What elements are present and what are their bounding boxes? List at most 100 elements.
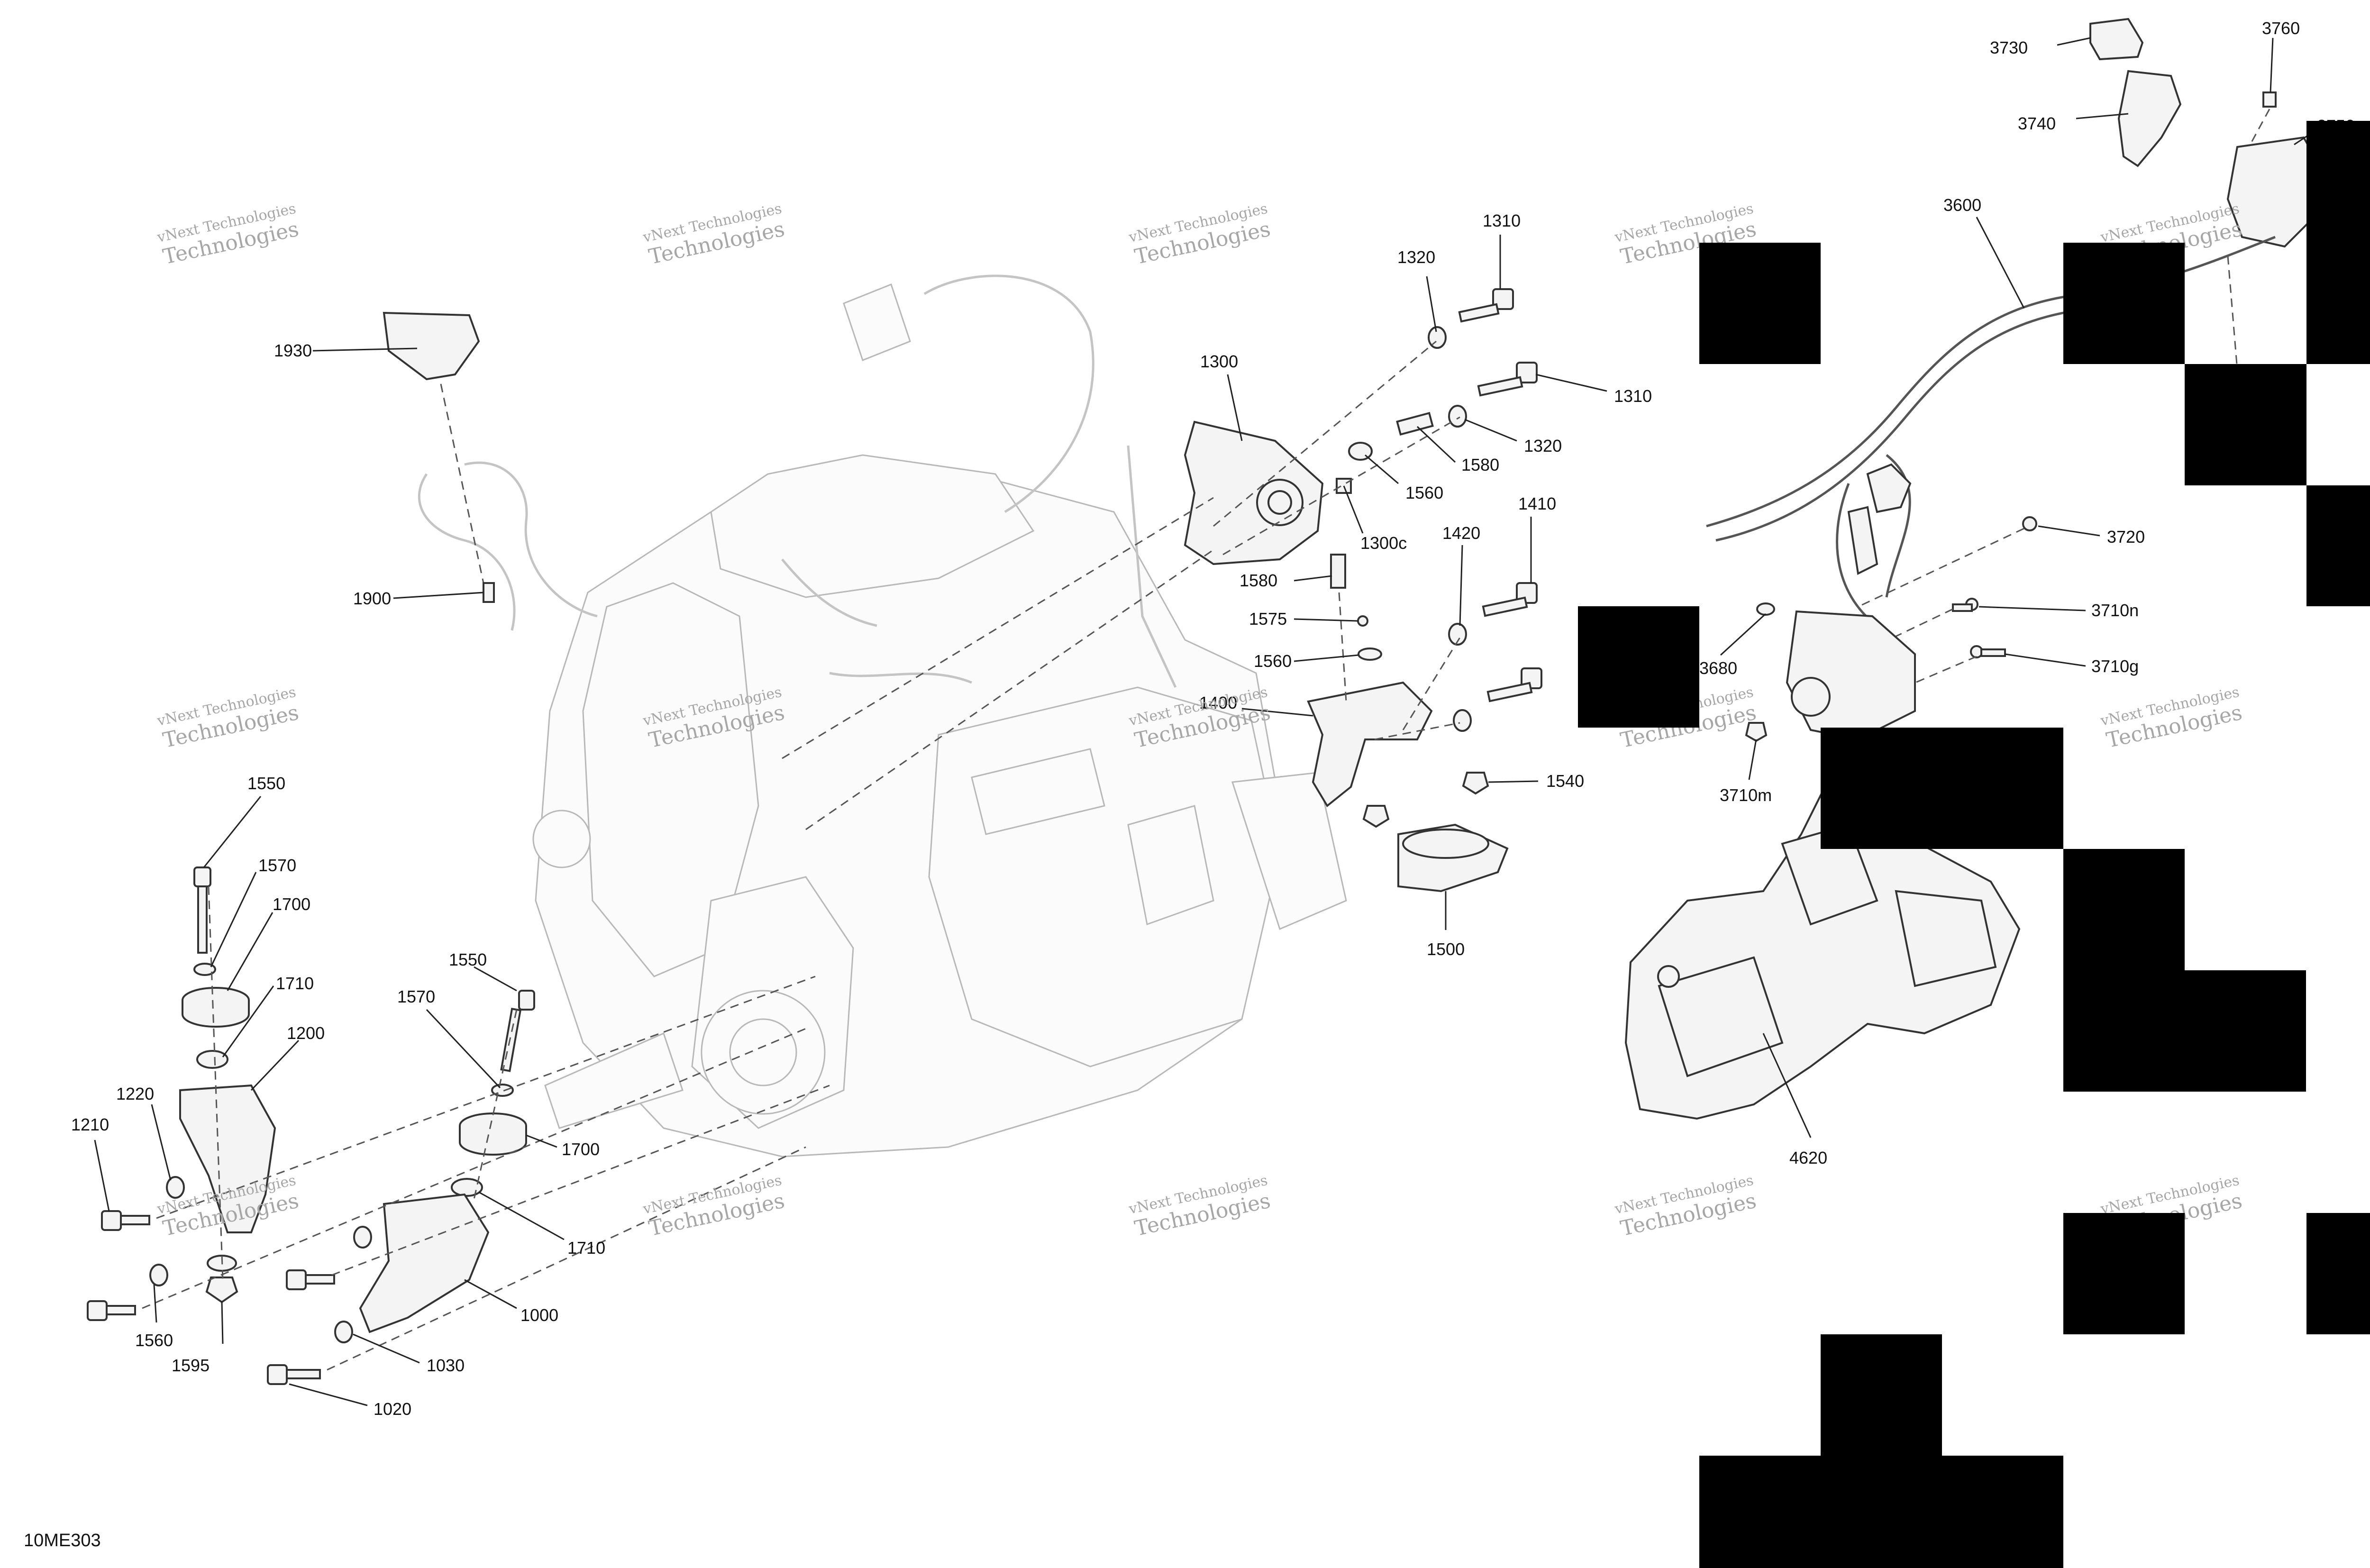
part-1310-bolts (1458, 288, 1538, 397)
callout-1710: 1710 (276, 974, 314, 993)
redaction-block (2306, 485, 2370, 606)
callout-3600: 3600 (1943, 195, 1981, 215)
redaction-block (2306, 121, 2370, 364)
part-1000-bracket (359, 1193, 490, 1333)
callout-1210: 1210 (71, 1115, 109, 1134)
callout-1300c: 1300c (1360, 533, 1407, 553)
callout-1540: 1540 (1546, 771, 1584, 791)
redaction-block (1578, 606, 1699, 728)
part-1020-bolt (267, 1364, 321, 1385)
callout-1310: 1310 (1483, 211, 1521, 230)
part-1560-washer-left (87, 1264, 168, 1321)
part-1710-grommet-left (196, 1050, 228, 1069)
callout-1300: 1300 (1200, 352, 1238, 371)
engine-assembly (418, 274, 1347, 1158)
assembly-axes-right (782, 340, 1461, 830)
callout-1580: 1580 (1461, 455, 1499, 474)
part-1710-grommet-center (451, 1178, 483, 1197)
callout-4620: 4620 (1789, 1148, 1827, 1167)
callout-1595: 1595 (172, 1356, 210, 1375)
redaction-blocks (1578, 121, 2370, 1568)
part-1930-bracket (383, 311, 484, 583)
redaction-block (2185, 364, 2306, 485)
redaction-block (2306, 1213, 2370, 1334)
part-1560-washers-right (1348, 442, 1382, 661)
part-1700-mount-center (459, 1112, 527, 1156)
part-1540-screws (1362, 772, 1489, 828)
part-1900-screw (483, 582, 495, 603)
part-1410-1420-bolts (1448, 582, 1542, 732)
leader-lines (94, 37, 2318, 1406)
callout-1220: 1220 (116, 1084, 154, 1103)
redaction-block (1821, 1334, 1942, 1456)
callout-1700-center: 1700 (562, 1140, 600, 1159)
part-1300-housing (1184, 420, 1324, 565)
callout-1570: 1570 (258, 856, 296, 875)
redaction-block (2063, 849, 2185, 970)
part-1320-washers (1428, 326, 1467, 428)
callout-1030: 1030 (427, 1356, 465, 1375)
callout-1320-lower: 1320 (1524, 436, 1562, 456)
part-1570-washer-left (193, 963, 216, 976)
callout-1410: 1410 (1518, 494, 1556, 513)
callout-1560-lower: 1560 (1254, 651, 1292, 671)
redaction-block (1699, 243, 1821, 364)
callout-1320: 1320 (1397, 247, 1435, 267)
callout-3740: 3740 (2018, 114, 2056, 133)
part-1500-mount (1397, 823, 1509, 893)
callout-3710n: 3710n (2091, 601, 2139, 620)
callout-1550-center: 1550 (449, 950, 487, 969)
assembly-axes-left (142, 886, 830, 1371)
callout-3720: 3720 (2107, 527, 2145, 547)
part-3740-bracket (2117, 70, 2182, 167)
callout-1560: 1560 (1405, 483, 1443, 502)
redaction-block (1821, 728, 2063, 849)
part-3730-connector (2089, 18, 2144, 61)
callout-1420: 1420 (1442, 523, 1480, 543)
callout-3760: 3760 (2262, 18, 2300, 38)
callout-1400: 1400 (1199, 693, 1237, 712)
callout-1700: 1700 (273, 894, 310, 914)
part-1200-bracket (179, 1084, 276, 1233)
callout-1710-center: 1710 (567, 1238, 605, 1258)
part-1550-bolt-left (193, 866, 211, 954)
callout-labels: 1930 1900 1300 1320 1310 1310 1320 1580 … (71, 18, 2355, 1419)
callout-3710m: 3710m (1720, 785, 1772, 805)
part-3760-screw (2251, 91, 2277, 143)
callout-3710g: 3710g (2091, 656, 2139, 676)
callout-1020: 1020 (374, 1399, 411, 1419)
callout-1310-lower: 1310 (1614, 386, 1652, 406)
part-1700-mount-left (182, 987, 250, 1028)
callout-1200: 1200 (287, 1023, 325, 1043)
callout-1900: 1900 (353, 589, 391, 608)
redaction-block (1699, 1456, 2063, 1568)
callout-1580-lower: 1580 (1240, 571, 1277, 590)
redaction-block (2063, 1213, 2185, 1334)
callout-1560-left: 1560 (135, 1331, 173, 1350)
redaction-block (2063, 970, 2306, 1092)
part-1400-bracket (1307, 681, 1433, 807)
redaction-block (2063, 243, 2185, 364)
callout-3680: 3680 (1699, 658, 1737, 678)
part-1580-screws (1330, 411, 1434, 589)
callout-1000: 1000 (520, 1305, 558, 1325)
callout-1500: 1500 (1427, 939, 1465, 959)
part-1220-washer (166, 1176, 185, 1199)
part-1210-bolt (101, 1210, 150, 1231)
diagram-code: 10ME303 (24, 1531, 101, 1550)
callout-1550: 1550 (247, 774, 285, 793)
part-3720-screw (1858, 516, 2037, 608)
part-3680-sensor (1756, 602, 1916, 741)
callout-1930: 1930 (274, 341, 312, 360)
part-1030-washer (286, 1226, 372, 1343)
